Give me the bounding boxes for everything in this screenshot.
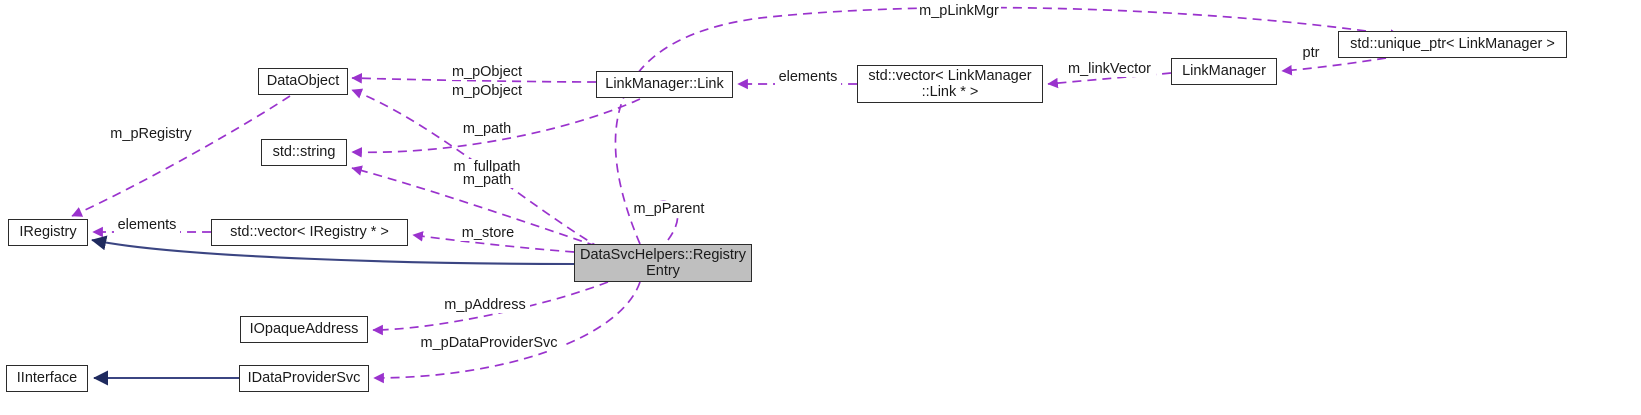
edge-inherit-iregistry (91, 235, 575, 266)
edge-m_pRegistry (71, 95, 291, 217)
edge-m_pDataProviderSvc (373, 281, 641, 384)
node-datasvchelpers-registryentry[interactable]: DataSvcHelpers::Registry Entry (574, 244, 752, 282)
edge-label-elements-link: elements (775, 69, 841, 86)
edge-label-m_pRegistry: m_pRegistry (107, 126, 195, 143)
edge-label-m_pParent: m_pParent (630, 201, 708, 218)
node-linkmanager[interactable]: LinkManager (1171, 58, 1277, 85)
edge-m_linkVector (1047, 72, 1172, 89)
node-iinterface[interactable]: IInterface (6, 365, 88, 392)
edge-label-m_pDataProviderSvc: m_pDataProviderSvc (414, 335, 564, 352)
edge-label-m_fullpath: m_fullpath (448, 159, 526, 176)
node-linkmanager-link[interactable]: LinkManager::Link (596, 71, 733, 98)
node-std-string[interactable]: std::string (261, 139, 347, 166)
edge-label-m_pObject-1: m_pObject (449, 64, 525, 81)
edge-label-m_linkVector: m_linkVector (1063, 61, 1156, 78)
edge-m_pAddress (372, 281, 609, 336)
edge-ptr (1281, 57, 1387, 76)
edge-label-elements-iregistry: elements (114, 217, 180, 234)
edge-m_pObject-link (351, 73, 597, 84)
edge-label-m_pAddress: m_pAddress (440, 297, 530, 314)
edge-m_pLinkMgr (614, 6, 1401, 245)
node-idataprovidersvc[interactable]: IDataProviderSvc (239, 365, 369, 392)
edge-label-m_path-1: m_path (460, 121, 514, 138)
edge-label-m_path-2: m_path (458, 172, 516, 189)
node-vector-iregistry-ptr[interactable]: std::vector< IRegistry * > (211, 219, 408, 246)
node-dataobject[interactable]: DataObject (258, 68, 348, 95)
edge-label-m_store: m_store (458, 225, 518, 242)
node-iregistry[interactable]: IRegistry (8, 219, 88, 246)
edge-label-ptr: ptr (1299, 45, 1323, 62)
edge-m_store (412, 231, 575, 253)
edge-label-m_pLinkMgr: m_pLinkMgr (917, 3, 1001, 20)
node-vector-linkmanager-link-ptr[interactable]: std::vector< LinkManager ::Link * > (857, 65, 1043, 103)
node-iopaqueaddress[interactable]: IOpaqueAddress (240, 316, 368, 343)
edge-label-m_pObject-2: m_pObject (449, 83, 525, 100)
edge-m_fullpath-m_path (351, 165, 597, 247)
node-std-unique-ptr-linkmanager[interactable]: std::unique_ptr< LinkManager > (1338, 31, 1567, 58)
edge-m_path-link (351, 98, 641, 158)
